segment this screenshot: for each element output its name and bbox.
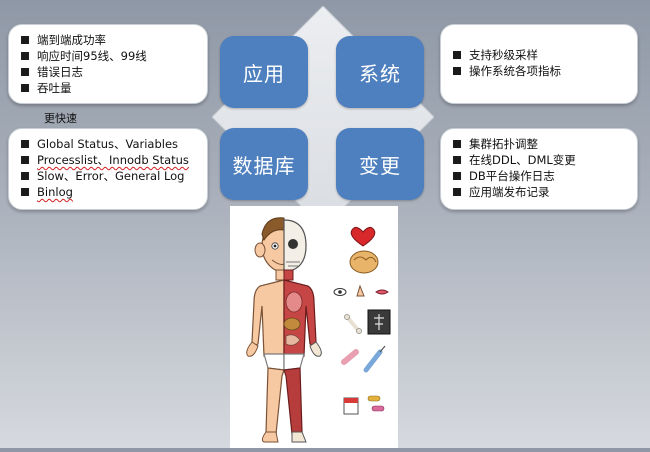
hub-database[interactable]: 数据库 bbox=[220, 128, 308, 200]
list-item: 端到端成功率 bbox=[19, 32, 197, 48]
list-item: Processlist、Innodb Status bbox=[19, 152, 197, 168]
central-diamond: 应用 系统 数据库 变更 bbox=[212, 6, 434, 228]
hub-system[interactable]: 系统 bbox=[336, 36, 424, 108]
panel-change-items: 集群拓扑调整 在线DDL、DML变更 DB平台操作日志 应用端发布记录 bbox=[440, 128, 638, 210]
list-item: 应用端发布记录 bbox=[451, 184, 627, 200]
hub-database-label: 数据库 bbox=[232, 153, 296, 178]
list-item: 响应时间95线、99线 bbox=[19, 48, 197, 64]
panel-app-metrics: 端到端成功率 响应时间95线、99线 错误日志 吞吐量 bbox=[8, 24, 208, 104]
hub-app[interactable]: 应用 bbox=[220, 36, 308, 108]
change-items-list: 集群拓扑调整 在线DDL、DML变更 DB平台操作日志 应用端发布记录 bbox=[451, 136, 627, 200]
body-anatomy-half bbox=[283, 219, 322, 443]
syringe-icon bbox=[363, 349, 383, 373]
list-item: 吞吐量 bbox=[19, 80, 197, 96]
list-item: 集群拓扑调整 bbox=[451, 136, 627, 152]
app-metrics-list: 端到端成功率 响应时间95线、99线 错误日志 吞吐量 bbox=[19, 32, 197, 96]
bone-icon bbox=[346, 316, 360, 332]
heart-icon bbox=[350, 226, 376, 247]
list-item: Binlog bbox=[19, 184, 197, 200]
list-item: Slow、Error、General Log bbox=[19, 168, 197, 184]
panel-db-metrics: Global Status、Variables Processlist、Inno… bbox=[8, 128, 208, 210]
anatomy-figure bbox=[246, 217, 391, 443]
db-metrics-list: Global Status、Variables Processlist、Inno… bbox=[19, 136, 197, 200]
list-item: 操作系统各项指标 bbox=[451, 63, 627, 79]
brain-icon bbox=[349, 250, 379, 274]
list-item-text: Binlog bbox=[37, 185, 73, 199]
hub-change[interactable]: 变更 bbox=[336, 128, 424, 200]
pill-icon bbox=[367, 395, 381, 402]
list-item: 支持秒级采样 bbox=[451, 47, 627, 63]
anatomy-illustration bbox=[230, 206, 398, 448]
panel-system-metrics: 支持秒级采样 操作系统各项指标 bbox=[440, 24, 638, 104]
system-metrics-list: 支持秒级采样 操作系统各项指标 bbox=[451, 47, 627, 79]
list-item: Global Status、Variables bbox=[19, 136, 197, 152]
nose-icon bbox=[356, 284, 365, 297]
organ-stickers bbox=[333, 226, 391, 415]
faster-note: 更快速 bbox=[44, 112, 77, 125]
bandage-icon bbox=[341, 349, 359, 365]
list-item: 错误日志 bbox=[19, 64, 197, 80]
pill-icon bbox=[371, 405, 385, 412]
hub-app-label: 应用 bbox=[243, 61, 285, 86]
list-item: 在线DDL、DML变更 bbox=[451, 152, 627, 168]
list-item: DB平台操作日志 bbox=[451, 168, 627, 184]
hub-change-label: 变更 bbox=[359, 153, 401, 178]
hub-system-label: 系统 bbox=[359, 61, 401, 86]
list-item-text: Processlist、Innodb Status bbox=[37, 153, 189, 167]
mouth-icon bbox=[375, 289, 389, 295]
